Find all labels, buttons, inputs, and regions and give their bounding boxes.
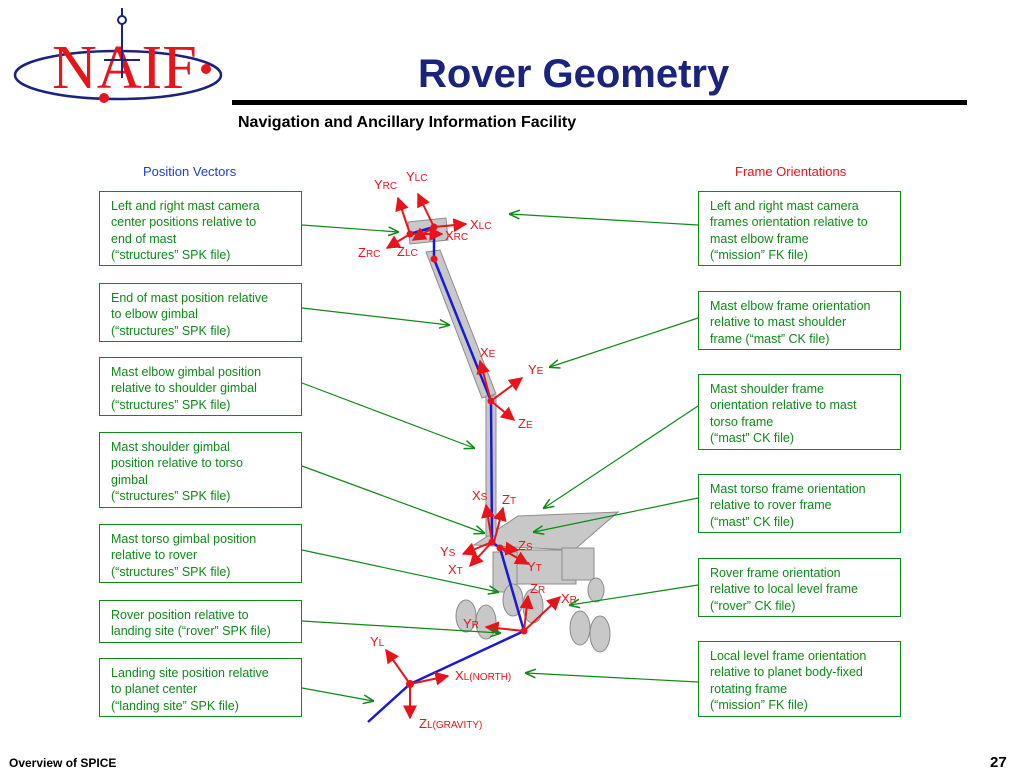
frame-orientation-box-3: Mast shoulder frame orientation relative…: [698, 374, 901, 450]
page-title: Rover Geometry: [418, 52, 730, 96]
frame-orientation-box-2: Mast elbow frame orientation relative to…: [698, 291, 901, 350]
logo-orbit-icon: [13, 49, 223, 101]
axis-label-y-e: YE: [528, 362, 544, 377]
frame-orientations-heading: Frame Orientations: [735, 164, 847, 179]
axis-label-x-rc: XRC: [445, 228, 468, 243]
axis-label-z-l: ZL(GRAVITY): [419, 716, 482, 731]
naif-logo: NAIF: [13, 8, 223, 103]
logo-moon-icon: [99, 93, 109, 103]
frame-axes: [385, 192, 562, 720]
axis-label-x-e: XE: [480, 345, 496, 360]
logo-text: NAIF: [52, 34, 197, 102]
orientation-connectors: [510, 214, 699, 683]
axis-label-y-l: YL: [370, 634, 385, 649]
page-number: 27: [990, 754, 1007, 771]
axis-label-z-lc: ZLC: [397, 244, 418, 259]
axis-label-x-lc: XLC: [470, 217, 491, 232]
position-vector-box-5: Mast torso gimbal position relative to r…: [99, 524, 302, 583]
logo-planet-icon: [201, 64, 211, 74]
axis-label-y-rc: YRC: [374, 177, 397, 192]
axis-label-z-rc: ZRC: [358, 245, 380, 260]
axis-label-y-lc: YLC: [406, 169, 427, 184]
position-vector-box-7: Landing site position relative to planet…: [99, 658, 302, 717]
axis-label-z-e: ZE: [518, 416, 533, 431]
position-connectors: [301, 224, 500, 701]
axis-label-z-t: ZT: [502, 492, 516, 507]
frame-orientation-box-6: Local level frame orientation relative t…: [698, 641, 901, 717]
axis-label-y-s: YS: [440, 544, 456, 559]
frame-orientation-box-1: Left and right mast camera frames orient…: [698, 191, 901, 266]
axis-label-z-s: ZS: [518, 538, 533, 553]
position-vectors-heading: Position Vectors: [143, 164, 237, 179]
position-vector-box-2: End of mast position relative to elbow g…: [99, 283, 302, 342]
position-vector-box-6: Rover position relative to landing site …: [99, 600, 302, 643]
axis-label-x-t: XT: [448, 562, 463, 577]
rover-mast: [407, 217, 497, 537]
position-vector-box-4: Mast shoulder gimbal position relative t…: [99, 432, 302, 508]
axis-label-y-r: YR: [463, 616, 479, 631]
frame-orientation-box-4: Mast torso frame orientation relative to…: [698, 474, 901, 533]
axis-label-y-t: YT: [527, 559, 542, 574]
position-vector-box-1: Left and right mast camera center positi…: [99, 191, 302, 266]
axis-label-z-r: ZR: [530, 581, 545, 596]
position-vector-box-3: Mast elbow gimbal position relative to s…: [99, 357, 302, 416]
page-subtitle: Navigation and Ancillary Information Fac…: [238, 114, 577, 131]
title-underline: [232, 100, 967, 105]
axis-label-x-s: XS: [472, 488, 488, 503]
frame-orientation-box-5: Rover frame orientation relative to loca…: [698, 558, 901, 617]
footer-text: Overview of SPICE: [9, 756, 117, 770]
logo-compass-icon: [104, 8, 140, 78]
axis-label-x-l: XL(NORTH): [455, 668, 511, 683]
